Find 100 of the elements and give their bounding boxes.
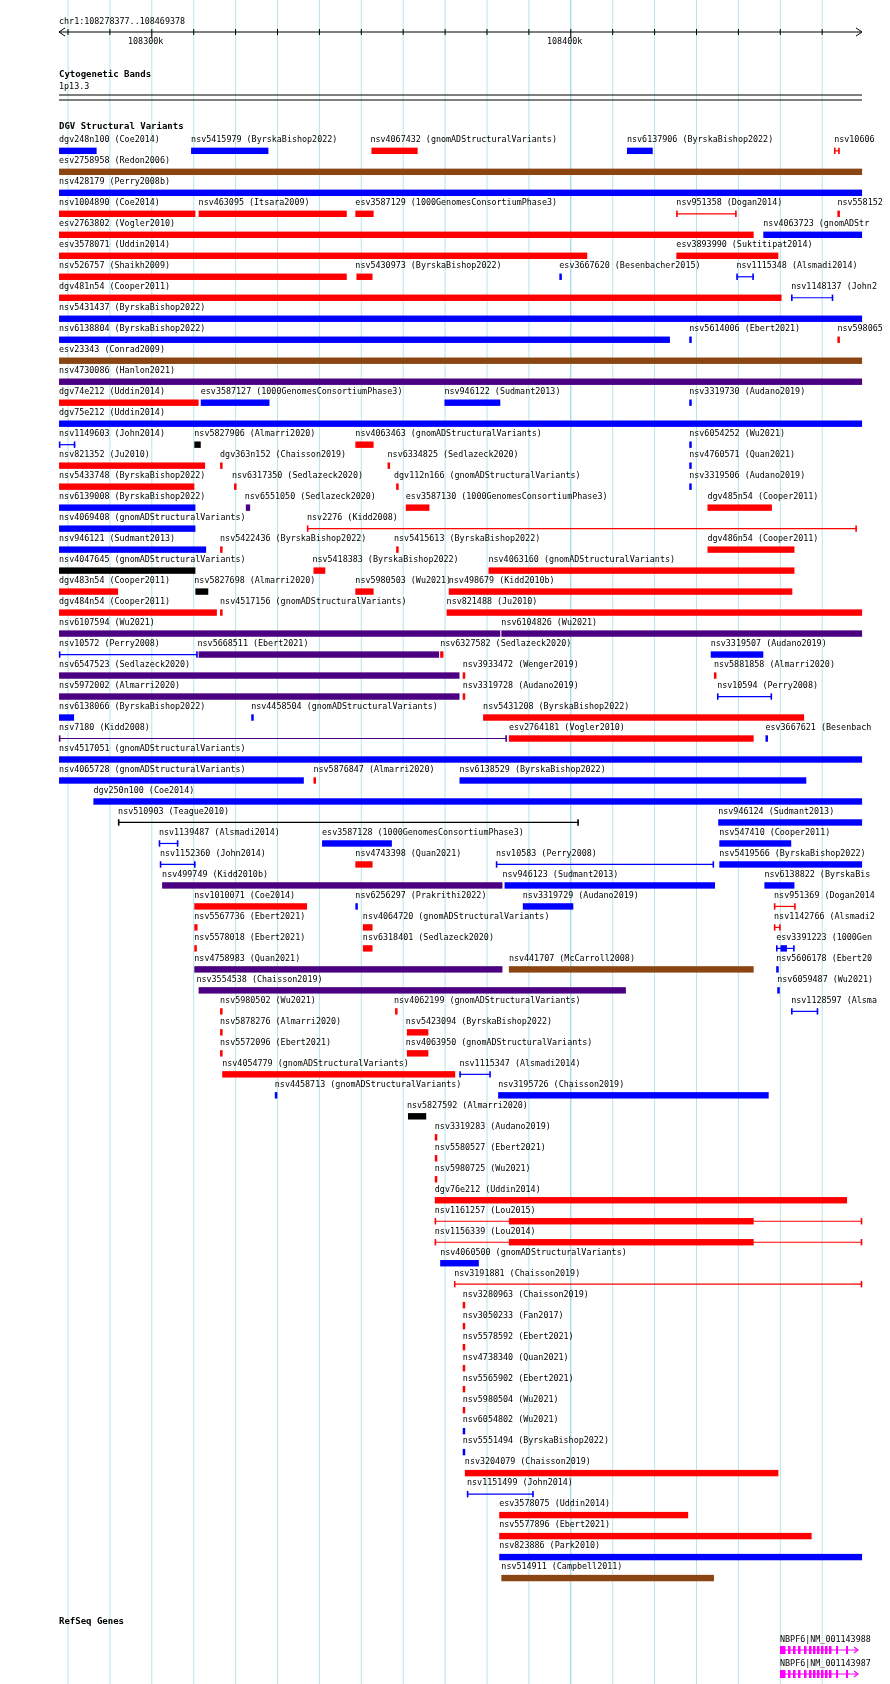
- variant-label: esv2758958 (Redon2006): [59, 155, 170, 166]
- variant-label: nsv5876847 (Almarri2020): [313, 763, 435, 774]
- variant-label: dgv250n100 (Coe2014): [93, 784, 195, 795]
- variant-label: nsv6138529 (ByrskaBishop2022): [459, 763, 606, 774]
- variant-label: nsv5878276 (Almarri2020): [220, 1015, 342, 1026]
- variant-label: nsv598065: [837, 323, 883, 334]
- variant-label: nsv946122 (Sudmant2013): [444, 386, 561, 397]
- variant-label: dgv485n54 (Cooper2011): [707, 491, 819, 501]
- variant-label: nsv6256297 (Prakrithi2022): [355, 889, 487, 900]
- variant-label: nsv5577896 (Ebert2021): [499, 1519, 611, 1530]
- variant-label: nsv6059487 (Wu2021): [777, 973, 874, 984]
- variant-label: nsv5614006 (Ebert2021): [689, 323, 801, 334]
- variant-label: nsv5567736 (Ebert2021): [194, 910, 306, 921]
- variant-label: nsv6318401 (Sedlazeck2020): [362, 931, 494, 942]
- band-label: 1p13.3: [59, 81, 90, 91]
- track-heading: DGV Structural Variants: [59, 121, 184, 131]
- variant-label: nsv10572 (Perry2008): [59, 637, 160, 648]
- variant-label: nsv4760571 (Quan2021): [689, 449, 796, 459]
- variant-label: nsv1151499 (John2014): [467, 1477, 573, 1488]
- variant-label: nsv951369 (Dogan2014: [774, 889, 875, 900]
- variant-label: nsv5972002 (Almarri2020): [59, 679, 181, 690]
- variant-label: nsv4060500 (gnomADStructuralVariants): [440, 1246, 627, 1257]
- variant-label: esv3587127 (1000GenomesConsortiumPhase3): [200, 386, 403, 397]
- variant-label: esv2764181 (Vogler2010): [508, 721, 625, 732]
- scale-tick-label: 108400k: [547, 36, 583, 46]
- variant-label: nsv526757 (Shaikh2009): [59, 260, 170, 271]
- variant-label: nsv3319283 (Audano2019): [434, 1120, 551, 1131]
- variant-label: nsv499749 (Kidd2010b): [162, 868, 268, 879]
- variant-label: nsv3319507 (Audano2019): [710, 637, 827, 648]
- variant-label: nsv1152360 (John2014): [159, 847, 266, 858]
- variant-label: nsv3204079 (Chaisson2019): [464, 1456, 591, 1467]
- variant-label: nsv547410 (Cooper2011): [719, 826, 831, 837]
- variant-label: nsv4047645 (gnomADStructuralVariants): [59, 553, 246, 564]
- variant-label: nsv3554538 (Chaisson2019): [196, 973, 323, 984]
- variant-label: nsv3195726 (Chaisson2019): [498, 1078, 625, 1089]
- variant-label: nsv428179 (Perry2008b): [59, 176, 170, 187]
- variant-label: nsv5668511 (Ebert2021): [197, 637, 309, 648]
- variant-label: nsv6139008 (ByrskaBishop2022): [59, 491, 206, 501]
- variant-label: esv23343 (Conrad2009): [59, 344, 165, 355]
- variant-label: esv3587129 (1000GenomesConsortiumPhase3): [355, 197, 558, 208]
- variant-label: nsv4758983 (Quan2021): [194, 952, 301, 963]
- variant-label: nsv1149603 (John2014): [59, 428, 165, 439]
- variant-label: nsv10594 (Perry2008): [717, 679, 818, 690]
- variant-label: nsv3050233 (Fan2017): [462, 1309, 564, 1320]
- variant-label: esv3587130 (1000GenomesConsortiumPhase3): [405, 491, 608, 501]
- variant-label: nsv3319728 (Audano2019): [462, 679, 579, 690]
- variant-label: nsv5580527 (Ebert2021): [434, 1141, 546, 1152]
- variant-label: dgv363n152 (Chaisson2019): [220, 449, 347, 459]
- variant-label: nsv4063463 (gnomADStructuralVariants): [355, 428, 542, 439]
- variant-label: nsv1128597 (Alsma: [791, 994, 877, 1005]
- variant-label: nsv5431437 (ByrskaBishop2022): [59, 302, 206, 313]
- variant-label: nsv5827906 (Almarri2020): [194, 428, 316, 439]
- variant-label: nsv5551494 (ByrskaBishop2022): [462, 1435, 609, 1446]
- variant-label: nsv5430973 (ByrskaBishop2022): [355, 260, 502, 271]
- variant-label: nsv1115347 (Alsmadi2014): [459, 1057, 581, 1068]
- variant-label: nsv4069408 (gnomADStructuralVariants): [59, 512, 246, 522]
- variant-label: nsv5980502 (Wu2021): [220, 994, 316, 1005]
- variant-label: nsv4730086 (Hanlon2021): [59, 365, 176, 376]
- variant-label: nsv4063160 (gnomADStructuralVariants): [488, 553, 676, 564]
- variant-label: esv3578075 (Uddin2014): [499, 1498, 611, 1509]
- variant-label: nsv6317350 (Sedlazeck2020): [231, 470, 363, 480]
- variant-label: nsv5980725 (Wu2021): [434, 1162, 531, 1173]
- variant-label: nsv5433748 (ByrskaBishop2022): [59, 470, 206, 480]
- variant-label: esv2763802 (Vogler2010): [59, 218, 176, 229]
- track-heading: Cytogenetic Bands: [59, 69, 152, 79]
- variant-label: nsv5419566 (ByrskaBishop2022): [719, 847, 866, 858]
- variant-label: dgv486n54 (Cooper2011): [707, 532, 819, 543]
- variant-label: nsv10583 (Perry2008): [496, 847, 597, 858]
- variant-label: nsv5881858 (Almarri2020): [713, 658, 835, 669]
- variant-label: nsv4064720 (gnomADStructuralVariants): [362, 910, 550, 921]
- variant-label: nsv5572096 (Ebert2021): [220, 1036, 331, 1047]
- variant-label: nsv4458504 (gnomADStructuralVariants): [251, 700, 438, 711]
- variant-label: nsv7180 (Kidd2008): [59, 721, 150, 732]
- variant-label: nsv4067432 (gnomADStructuralVariants): [370, 134, 557, 145]
- variant-label: nsv821352 (Ju2010): [59, 449, 150, 459]
- variant-label: nsv6107594 (Wu2021): [59, 616, 155, 627]
- variant-label: nsv5415979 (ByrskaBishop2022): [191, 134, 338, 145]
- variant-label: nsv510903 (Teague2010): [118, 805, 230, 816]
- variant-label: esv3391223 (1000Gen: [776, 931, 872, 942]
- variant-label: nsv5578018 (Ebert2021): [194, 931, 306, 942]
- coordinate-range-label: chr1:108278377..108469378: [59, 16, 186, 26]
- variant-label: nsv6138804 (ByrskaBishop2022): [59, 323, 206, 334]
- variant-label: nsv6054252 (Wu2021): [689, 428, 786, 439]
- variant-label: nsv3933472 (Wenger2019): [462, 658, 579, 669]
- variant-label: nsv2276 (Kidd2008): [307, 512, 398, 522]
- variant-label: nsv5827698 (Almarri2020): [194, 574, 316, 585]
- variant-label: nsv946121 (Sudmant2013): [59, 532, 176, 543]
- variant-label: nsv5565902 (Ebert2021): [462, 1372, 574, 1383]
- variant-label: nsv823886 (Park2010): [499, 1540, 601, 1551]
- variant-label: nsv3280963 (Chaisson2019): [462, 1288, 589, 1299]
- variant-label: dgv112n166 (gnomADStructuralVariants): [394, 470, 581, 480]
- variant-label: nsv1142766 (Alsmadi2: [774, 910, 875, 921]
- variant-label: nsv6138822 (ByrskaBis: [764, 868, 871, 879]
- variant-label: nsv5423094 (ByrskaBishop2022): [405, 1015, 553, 1026]
- variant-label: nsv6551050 (Sedlazeck2020): [244, 491, 376, 501]
- variant-label: nsv4743398 (Quan2021): [355, 847, 462, 858]
- variant-label: nsv1004890 (Coe2014): [59, 197, 160, 208]
- variant-label: nsv4517156 (gnomADStructuralVariants): [220, 595, 407, 606]
- variant-label: nsv821488 (Ju2010): [446, 595, 538, 606]
- variant-label: esv3667620 (Besenbacher2015): [559, 260, 701, 271]
